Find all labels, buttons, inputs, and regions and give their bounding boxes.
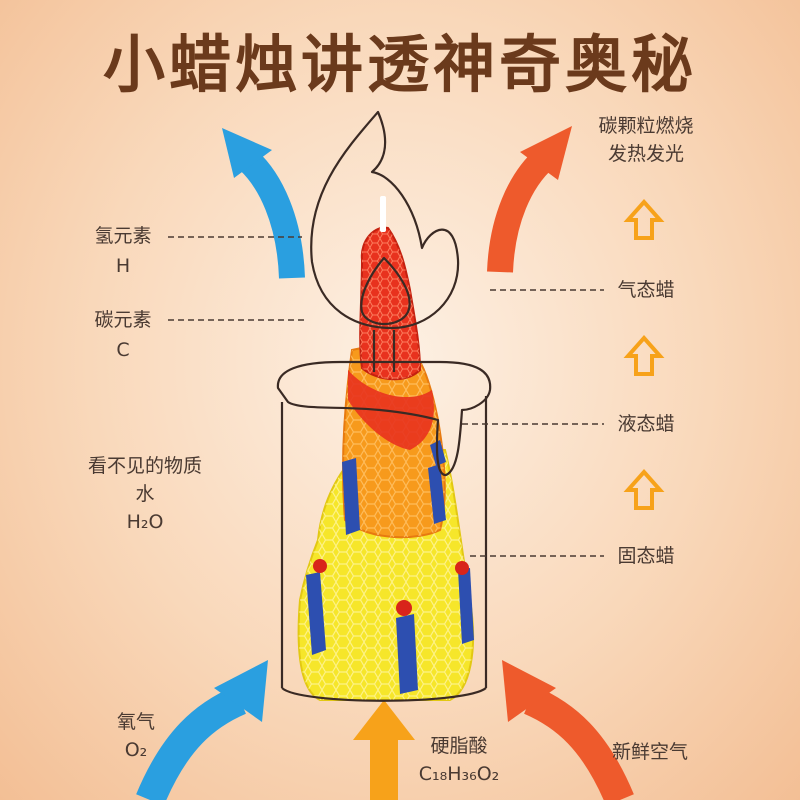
label-carbon: 碳元素 C [78,306,168,364]
label-fresh-air-name: 新鲜空气 [611,741,688,763]
label-hydrogen: 氢元素 H [78,222,168,280]
leader-lines [168,236,604,557]
up-arrow-icon [623,468,665,510]
up-arrow-icon [623,198,665,240]
label-carbon-name: 碳元素 [94,309,152,331]
label-invisible-substance: 看不见的物质 水 H₂O [60,452,230,536]
label-invisible-water: 水 [135,483,155,505]
label-gas-wax-name: 气态蜡 [617,279,675,301]
label-carbon-symbol: C [116,339,130,361]
arrow-up-left-blue-icon [222,128,305,279]
label-solid-wax-name: 固态蜡 [617,545,675,567]
arrow-fresh-air-red-icon [502,660,634,800]
label-fresh-air: 新鲜空气 [590,738,710,766]
label-gas-wax: 气态蜡 [606,276,686,304]
label-hydrogen-name: 氢元素 [94,225,152,247]
candle-wax-model [297,196,475,701]
page-title: 小蜡烛讲透神奇奥秘 [102,28,697,101]
label-invisible-name: 看不见的物质 [87,455,202,477]
label-hydrogen-symbol: H [115,255,131,277]
label-invisible-formula: H₂O [126,511,164,533]
arrow-up-right-red-icon [487,126,572,273]
label-oxygen: 氧气 O₂ [96,708,176,764]
candle-outline [276,110,492,702]
label-carbon-burning-line1: 碳颗粒燃烧 [598,115,694,137]
label-stearic-name: 硬脂酸 [430,735,488,757]
label-oxygen-formula: O₂ [124,739,148,761]
up-arrow-icon [623,334,665,376]
label-solid-wax: 固态蜡 [606,542,686,570]
label-liquid-wax-name: 液态蜡 [617,413,675,435]
label-stearic-acid: 硬脂酸 C₁₈H₃₆O₂ [404,732,514,788]
label-oxygen-name: 氧气 [116,711,155,733]
label-liquid-wax: 液态蜡 [606,410,686,438]
label-carbon-burning-line2: 发热发光 [607,143,684,165]
label-carbon-burning: 碳颗粒燃烧 发热发光 [576,112,716,168]
arrow-oxygen-blue-icon [136,660,268,800]
label-stearic-formula: C₁₈H₃₆O₂ [418,763,500,785]
arrow-stearic-orange-icon [353,700,415,800]
